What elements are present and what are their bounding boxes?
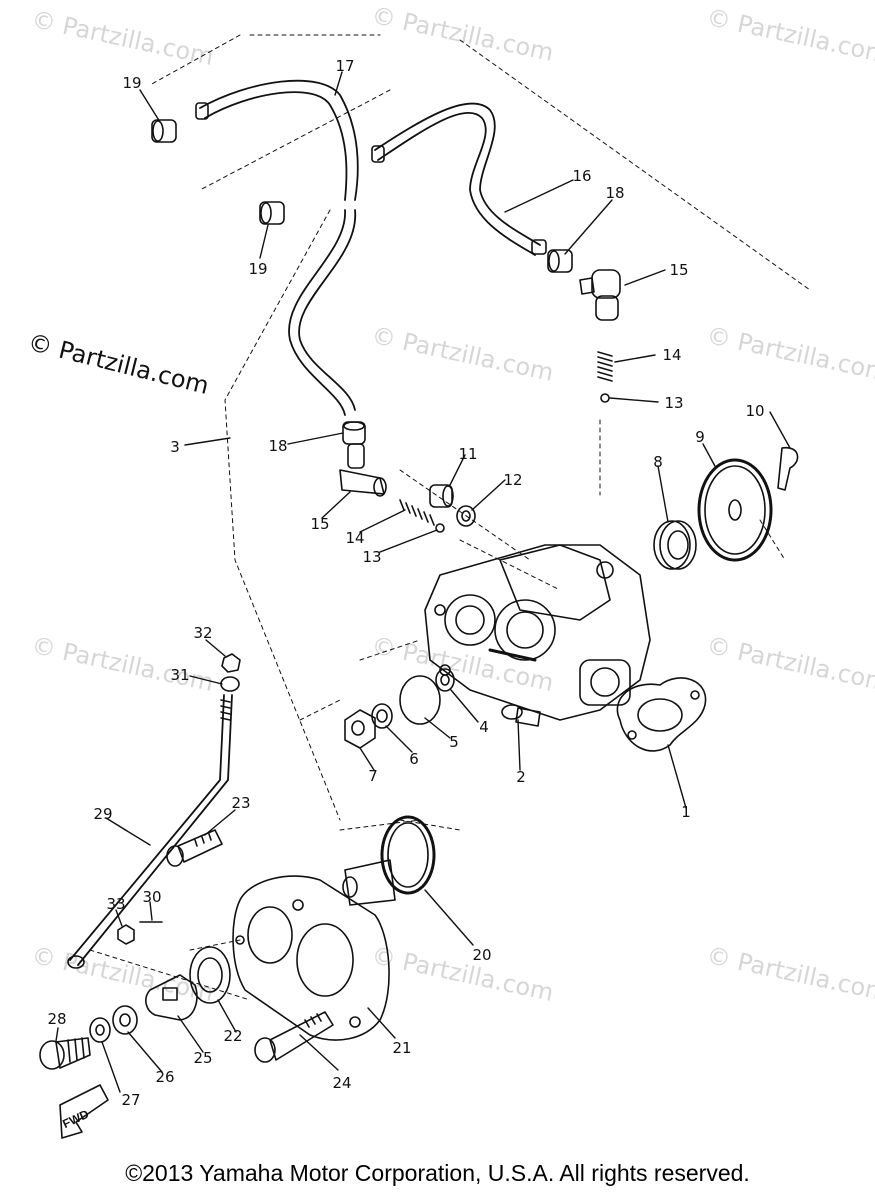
callout-9: 9 bbox=[695, 428, 705, 446]
gasket-1 bbox=[616, 677, 707, 752]
spring-14-middle bbox=[399, 499, 435, 526]
callout-32: 32 bbox=[193, 624, 213, 642]
callout-20: 20 bbox=[472, 946, 492, 964]
callout-7: 7 bbox=[368, 767, 378, 785]
callout-19: 19 bbox=[122, 74, 142, 92]
screw-28 bbox=[39, 1037, 91, 1070]
callout-19: 19 bbox=[248, 260, 268, 278]
callout-4: 4 bbox=[479, 718, 489, 736]
callout-14: 14 bbox=[345, 529, 365, 547]
washer-12 bbox=[456, 505, 476, 527]
callout-28: 28 bbox=[47, 1010, 67, 1028]
callout-33: 33 bbox=[106, 895, 126, 913]
callout-22: 22 bbox=[223, 1027, 243, 1045]
callout-18: 18 bbox=[268, 437, 288, 455]
callout-6: 6 bbox=[409, 750, 419, 768]
callout-15: 15 bbox=[669, 261, 689, 279]
callout-24: 24 bbox=[332, 1074, 352, 1092]
callout-21: 21 bbox=[392, 1039, 412, 1057]
nut-32 bbox=[221, 653, 241, 673]
bolt-24 bbox=[254, 1011, 334, 1063]
callout-8: 8 bbox=[653, 453, 663, 471]
clamp-19-upper bbox=[151, 119, 177, 143]
hose-17 bbox=[195, 79, 359, 416]
oil-seal-8 bbox=[653, 520, 697, 570]
pin-10 bbox=[777, 446, 799, 491]
washer-4 bbox=[435, 668, 455, 692]
fitting-15-right bbox=[579, 269, 621, 321]
oil-seal-22 bbox=[189, 946, 231, 1004]
plug-11 bbox=[429, 484, 454, 508]
bolt-23 bbox=[166, 829, 223, 867]
copyright-text: ©2013 Yamaha Motor Corporation, U.S.A. A… bbox=[125, 1160, 750, 1186]
callout-27: 27 bbox=[121, 1091, 141, 1109]
callout-5: 5 bbox=[449, 733, 459, 751]
washer-26 bbox=[112, 1005, 138, 1035]
nut-7 bbox=[344, 709, 376, 749]
gear-20 bbox=[342, 815, 436, 906]
callout-10: 10 bbox=[745, 402, 765, 420]
gear-9 bbox=[697, 458, 773, 562]
callout-12: 12 bbox=[503, 471, 523, 489]
callout-11: 11 bbox=[458, 445, 478, 463]
plate-25 bbox=[145, 974, 198, 1021]
fitting-15-middle bbox=[339, 443, 387, 497]
callout-3: 3 bbox=[170, 438, 180, 456]
clamp-18-right bbox=[547, 249, 573, 273]
callout-13: 13 bbox=[664, 394, 684, 412]
callout-18: 18 bbox=[605, 184, 625, 202]
callout-31: 31 bbox=[170, 666, 190, 684]
ball-13-middle bbox=[435, 523, 445, 533]
clamp-19-lower bbox=[259, 201, 285, 225]
dashed-boundaries bbox=[89, 34, 811, 1001]
hose-16 bbox=[371, 102, 547, 256]
callout-25: 25 bbox=[193, 1049, 213, 1067]
clamp-18-middle bbox=[342, 421, 366, 445]
washer-31 bbox=[220, 676, 240, 692]
callout-17: 17 bbox=[335, 57, 355, 75]
callout-30: 30 bbox=[142, 888, 162, 906]
callout-26: 26 bbox=[155, 1068, 175, 1086]
callout-1: 1 bbox=[681, 803, 691, 821]
leader-lines bbox=[55, 71, 791, 1093]
callout-2: 2 bbox=[516, 768, 526, 786]
callout-13: 13 bbox=[362, 548, 382, 566]
callout-23: 23 bbox=[231, 794, 251, 812]
bolt-2 bbox=[501, 704, 541, 727]
callout-15: 15 bbox=[310, 515, 330, 533]
callout-16: 16 bbox=[572, 167, 592, 185]
cover-21 bbox=[232, 875, 390, 1041]
rod-29 bbox=[67, 694, 233, 969]
oil-pump-body bbox=[424, 544, 651, 721]
callout-29: 29 bbox=[93, 805, 113, 823]
nut-33 bbox=[117, 924, 135, 945]
ball-13-right bbox=[600, 393, 610, 403]
callout-14: 14 bbox=[662, 346, 682, 364]
spring-14-right bbox=[597, 351, 613, 382]
washer-27 bbox=[89, 1017, 111, 1043]
fwd-arrow-icon bbox=[59, 1084, 109, 1139]
plate-5 bbox=[399, 675, 441, 725]
